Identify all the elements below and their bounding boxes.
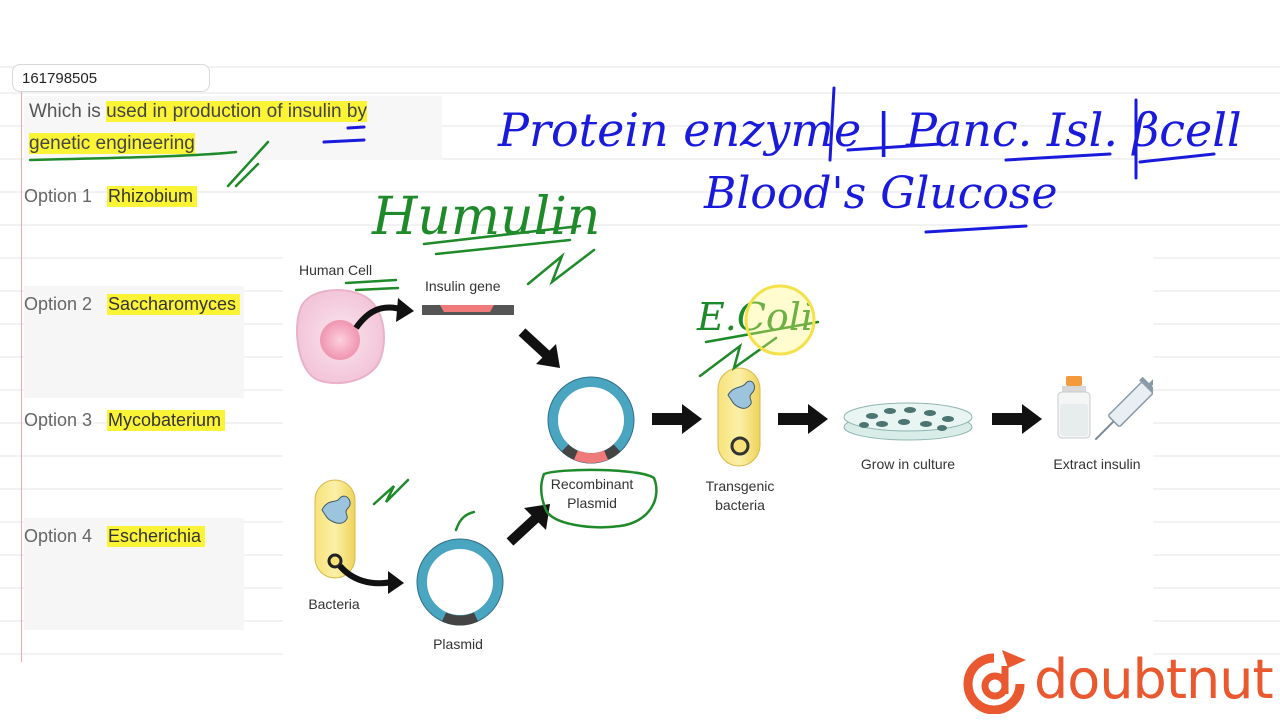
option-4[interactable]: Option 4 Escherichia (24, 518, 244, 630)
insulin-vial-icon (1057, 376, 1091, 439)
label-recombinant-2: Plasmid (567, 495, 617, 511)
label-recombinant-1: Recombinant (551, 476, 634, 492)
doubtnut-logo-icon (963, 650, 1026, 715)
label-extract-insulin: Extract insulin (1053, 456, 1140, 472)
arrow-gene-to-recombinant (518, 328, 560, 368)
label-plasmid: Plasmid (433, 636, 483, 652)
insulin-production-diagram: Human Cell Insulin gene Recombinant Plas… (283, 255, 1153, 665)
label-grow-culture: Grow in culture (861, 456, 955, 472)
label-transgenic-2: bacteria (715, 497, 765, 513)
brand-name: doubtnut (1034, 648, 1274, 711)
option-1[interactable]: Option 1 Rhizobium (24, 178, 244, 290)
underline-mark (1138, 152, 1216, 164)
question-highlight-1: used in production of insulin by (106, 101, 367, 122)
label-transgenic-1: Transgenic (706, 478, 775, 494)
annotation-humulin: Humulin (371, 187, 600, 247)
recombinant-plasmid-icon (547, 376, 635, 464)
insulin-gene-icon (422, 305, 514, 315)
question-highlight-2: genetic engineering (29, 133, 195, 154)
humulin-underline (422, 224, 582, 246)
option-3[interactable]: Option 3 Mycobaterium (24, 402, 244, 514)
arrow-plasmid-to-recombinant (506, 504, 550, 546)
syringe-icon (1094, 373, 1153, 441)
annotation-line1: Protein enzyme | Panc. Isl. βcell (497, 103, 1242, 157)
brand-logo: doubtnut (962, 648, 1274, 715)
option-value: Escherichia (107, 526, 206, 547)
question-text: Which is used in production of insulin b… (24, 96, 442, 160)
option-label: Option 3 (24, 410, 93, 430)
human-cell-icon (296, 289, 385, 385)
arrow-to-transgenic (652, 404, 702, 434)
underline-mark (1004, 152, 1112, 162)
option-label: Option 1 (24, 186, 93, 206)
underline-mark (846, 142, 942, 152)
humulin-underline (434, 238, 572, 256)
arrow-to-culture (778, 404, 828, 434)
arrowhead (388, 571, 404, 594)
transgenic-bacteria-icon (717, 367, 761, 467)
label-human-cell: Human Cell (299, 262, 372, 278)
option-label: Option 2 (24, 294, 93, 314)
label-insulin-gene: Insulin gene (425, 278, 501, 294)
margin-line (21, 68, 22, 662)
annotation-line2: Blood's Glucose (703, 168, 1058, 219)
question-id: 161798505 (12, 64, 210, 92)
arrowhead (396, 298, 414, 322)
underline-mark (924, 224, 1028, 234)
plasmid-icon (416, 538, 504, 626)
label-bacteria: Bacteria (308, 596, 360, 612)
question-text-start: Which is (29, 101, 107, 122)
option-label: Option 4 (24, 526, 93, 546)
bacteria-icon (314, 479, 356, 579)
petri-dish-icon (843, 402, 973, 441)
option-2[interactable]: Option 2 Saccharomyces (24, 286, 244, 398)
arrow-bacteria-to-plasmid (337, 563, 393, 587)
arrow-to-extract (992, 404, 1042, 434)
option-value: Mycobaterium (107, 410, 226, 431)
option-value: Saccharomyces (107, 294, 241, 315)
stroke-mark (828, 86, 836, 162)
option-value: Rhizobium (107, 186, 198, 207)
